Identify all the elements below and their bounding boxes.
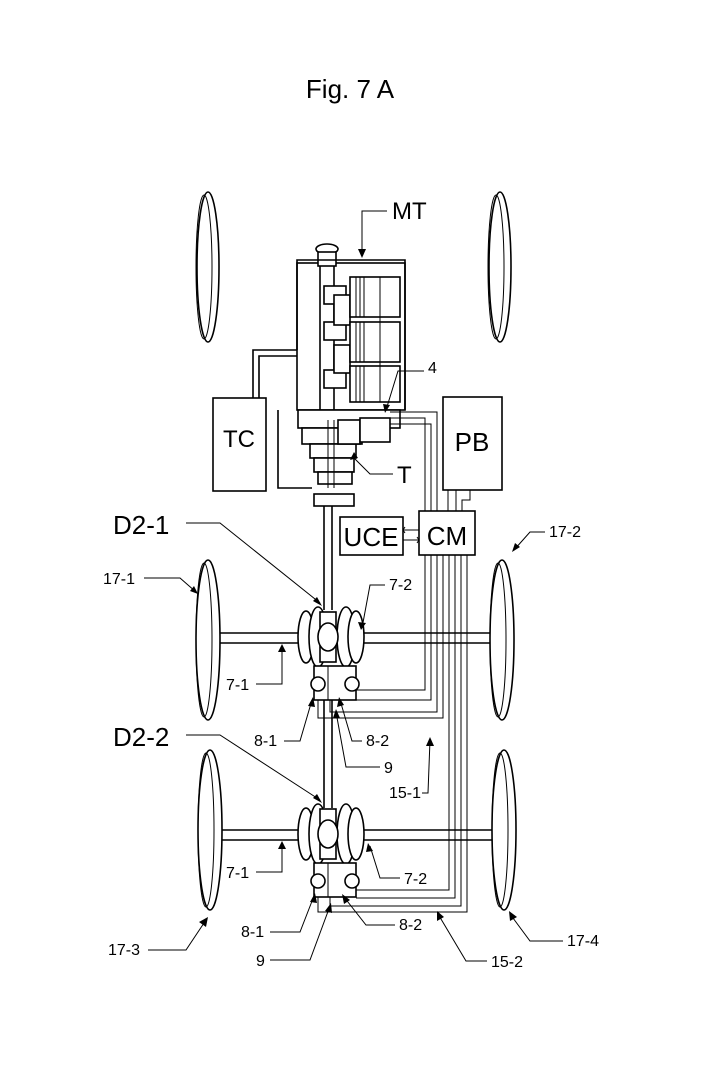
wheel-17-2 [490, 560, 514, 720]
label-cm: CM [427, 521, 467, 551]
wheel-17-1 [196, 560, 220, 720]
engine-mt-block [297, 244, 405, 410]
label-tc: TC [223, 426, 255, 453]
label-4: 4 [428, 360, 437, 377]
label-8-1-top: 8-1 [254, 733, 277, 750]
label-7-1-top: 7-1 [226, 677, 249, 694]
label-9-top: 9 [384, 760, 393, 777]
label-t: T [397, 462, 412, 489]
label-15-2: 15-2 [491, 954, 523, 971]
transmission-t [298, 410, 400, 506]
label-17-3: 17-3 [108, 942, 140, 959]
wheel-17-4 [492, 750, 516, 910]
label-7-2-top: 7-2 [389, 577, 412, 594]
label-9-bot: 9 [256, 953, 265, 970]
label-mt: MT [392, 198, 427, 225]
label-uce: UCE [344, 522, 399, 552]
label-15-1: 15-1 [389, 785, 421, 802]
label-17-4: 17-4 [567, 933, 599, 950]
label-8-1-bot: 8-1 [241, 924, 264, 941]
label-d2-1: D2-1 [113, 510, 169, 540]
label-pb: PB [455, 427, 490, 457]
front-left-wheel [196, 192, 219, 342]
label-7-1-bot: 7-1 [226, 865, 249, 882]
front-right-wheel [488, 192, 511, 342]
label-8-2-top: 8-2 [366, 733, 389, 750]
label-8-2-bot: 8-2 [399, 917, 422, 934]
wheel-17-3 [198, 750, 222, 910]
axle-d2-2 [212, 804, 500, 897]
label-7-2-bot: 7-2 [404, 871, 427, 888]
label-17-2: 17-2 [549, 524, 581, 541]
label-d2-2: D2-2 [113, 722, 169, 752]
axle-d2-1 [212, 607, 500, 700]
label-17-1: 17-1 [103, 571, 135, 588]
figure-title: Fig. 7 A [306, 74, 395, 104]
